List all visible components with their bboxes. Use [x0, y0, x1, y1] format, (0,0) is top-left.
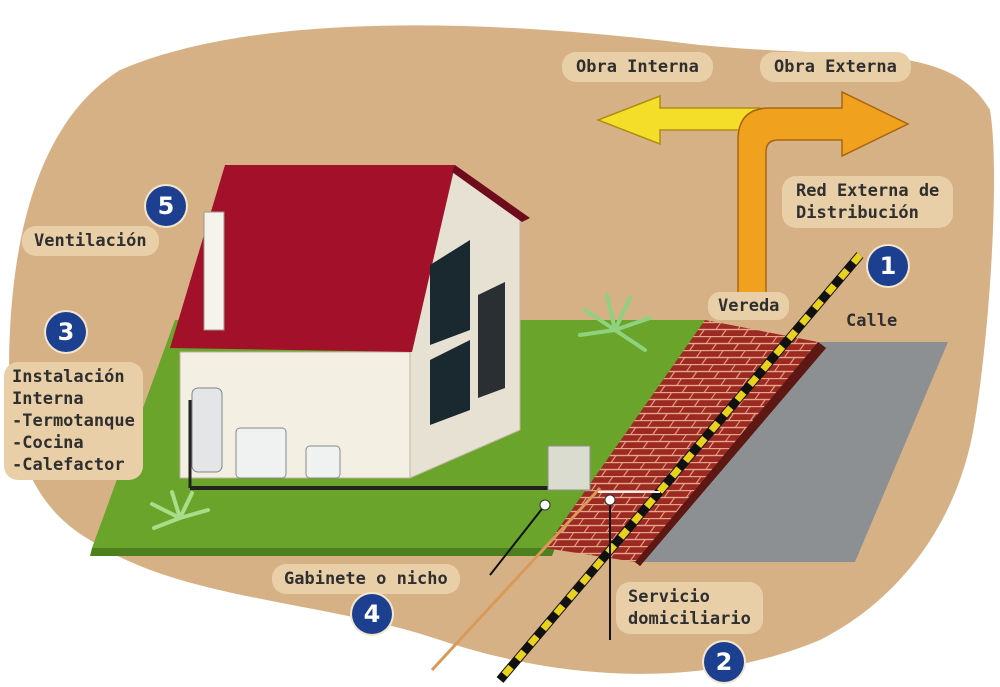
plants [150, 293, 652, 530]
obra-externa-label: Obra Externa [760, 52, 911, 82]
instalacion-line-2: Interna [12, 389, 84, 409]
calle-label: Calle [846, 311, 898, 331]
water-heater [191, 387, 223, 473]
gas-main-pipe-stripes [497, 252, 863, 683]
gas-cabinet [547, 445, 591, 491]
badge-4-gabinete: 4 [352, 594, 392, 634]
sidewalk-curb [635, 342, 826, 566]
lawn-edge [90, 548, 555, 556]
obra-interna-label: Obra Interna [562, 52, 713, 82]
instalacion-line-4: -Cocina [12, 433, 84, 453]
badge-2-servicio: 2 [704, 642, 744, 682]
badge-5-ventilacion: 5 [146, 186, 186, 226]
house-window-lower [430, 340, 470, 425]
house-window-upper [430, 240, 470, 345]
heater [305, 445, 341, 479]
instalacion-interna-label: Instalación Interna -Termotanque -Cocina… [4, 362, 143, 480]
instalacion-line-5: -Calefactor [12, 455, 125, 475]
street [635, 342, 948, 562]
gabinete-leader [489, 504, 546, 576]
house-roof-edge [452, 165, 530, 222]
gabinete-label: Gabinete o nicho [272, 564, 460, 594]
instalacion-line-1: Instalación [12, 367, 125, 387]
house-door [478, 282, 505, 398]
red-externa-label: Red Externa de Distribución [782, 176, 954, 228]
house [170, 164, 548, 490]
servicio-label-line2: domiciliario [628, 609, 751, 629]
servicio-label: Servicio domiciliario [616, 582, 763, 634]
service-pipe [430, 486, 602, 672]
obra-externa-arrow [737, 90, 910, 301]
badge-1-red-externa: 1 [868, 246, 908, 286]
gabinete-marker [539, 499, 551, 511]
badge-3-instalacion: 3 [46, 312, 86, 352]
stove [235, 427, 287, 479]
servicio-label-line1: Servicio [628, 587, 710, 607]
servicio-marker [604, 494, 616, 506]
instalacion-line-3: -Termotanque [12, 411, 135, 431]
red-externa-label-line1: Red Externa de [796, 181, 940, 201]
red-externa-label-line2: Distribución [796, 203, 919, 223]
ventilation-chimney [203, 211, 225, 331]
house-roof-front [170, 165, 455, 352]
ventilacion-label: Ventilación [22, 226, 159, 256]
vereda-label: Vereda [708, 292, 790, 320]
